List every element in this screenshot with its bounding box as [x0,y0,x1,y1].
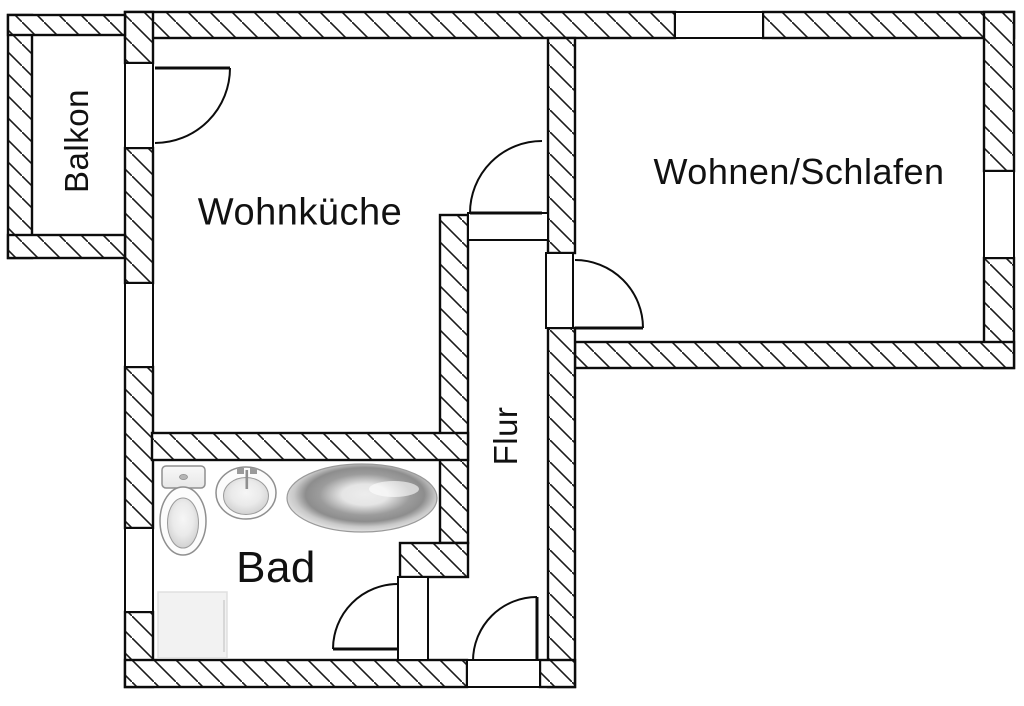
wohnkueche-flur-doorway [467,212,549,241]
wall-left-1 [123,10,155,65]
entrance-door [472,596,539,662]
bad-door [332,583,399,651]
wall-left-2 [123,146,155,285]
wohnen-schlafen-door-opening [545,252,574,329]
wall-top-left [123,10,677,40]
wall-wohnkueche-flur [438,213,470,545]
balcony-door-opening [124,62,154,149]
wall-flur-right-lower [546,326,577,689]
wall-bad-top [150,431,470,462]
room-label-balkon: Balkon [58,89,95,193]
sink [215,466,277,520]
bad-window [124,527,154,613]
shower-tray [157,591,228,659]
bad-doorway [397,576,429,661]
wohnkueche-flur-door [469,140,543,215]
wall-balcony-left [6,13,34,260]
right-wall-window [983,170,1015,259]
wall-right-upper [982,10,1016,173]
wohnen-schlafen-door [574,259,644,330]
wall-flur-right-upper [546,36,577,255]
wall-wohnen-schlafen-bottom [573,340,1016,370]
wall-bad-step [398,541,470,579]
top-wall-window [674,11,764,39]
bathtub [286,463,438,533]
wall-left-3 [123,365,155,530]
entrance-doorway [466,659,541,688]
wall-balcony-bottom [6,233,127,260]
room-label-wohnen-schlafen: Wohnen/Schlafen [653,151,945,192]
wall-balcony-top [6,13,127,37]
wall-top-right [761,10,1016,40]
left-wall-window [124,282,154,368]
room-label-wohnkueche: Wohnküche [197,191,403,234]
wall-bottom-right [538,658,577,689]
wall-bottom-left [123,658,469,689]
toilet [159,465,207,556]
room-label-bad: Bad [236,543,316,592]
bathroom-fixtures [157,463,438,659]
balcony-door [154,66,231,144]
room-label-flur: Flur [487,406,524,466]
